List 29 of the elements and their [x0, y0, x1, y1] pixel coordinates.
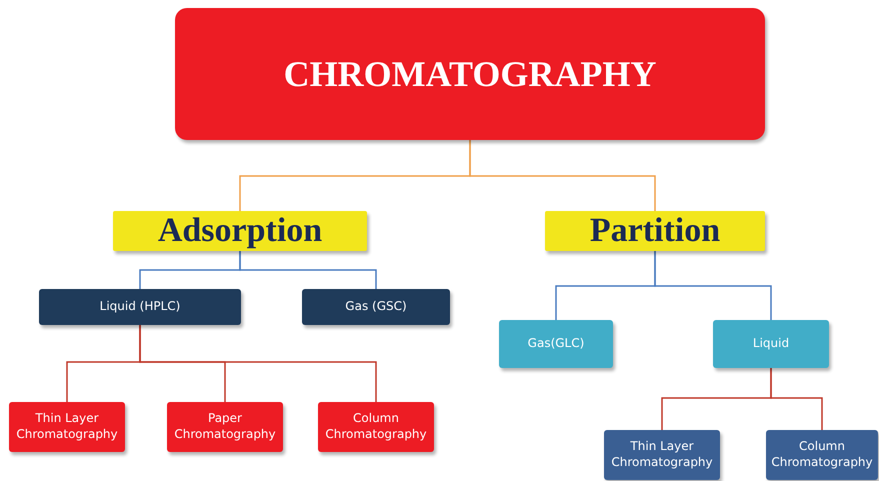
connector-line — [770, 368, 823, 430]
node-label: Thin Layer Chromatography — [610, 439, 714, 471]
title-box — [175, 8, 765, 140]
node-label: Column Chromatography — [770, 439, 874, 471]
category-box — [545, 211, 765, 251]
technique-box — [9, 402, 125, 452]
connector-line — [469, 140, 656, 211]
connector-line — [654, 251, 772, 320]
technique-box — [604, 430, 720, 480]
method-box — [713, 320, 829, 368]
connector-line — [139, 325, 377, 402]
technique-box — [318, 402, 434, 452]
node-label: Paper Chromatography — [173, 411, 277, 443]
node-label: Column Chromatography — [324, 411, 428, 443]
node-label: Adsorption — [158, 210, 322, 251]
category-box — [113, 211, 367, 251]
node-label: Liquid — [752, 336, 790, 352]
node-label: Liquid (HPLC) — [100, 299, 180, 315]
node-label: Thin Layer Chromatography — [15, 411, 119, 443]
node-label: Gas(GLC) — [528, 336, 584, 352]
method-box — [302, 289, 450, 325]
node-label: Partition — [590, 210, 720, 251]
technique-box — [766, 430, 878, 480]
method-box — [39, 289, 241, 325]
technique-box — [167, 402, 283, 452]
connector-line — [239, 251, 377, 289]
method-box — [499, 320, 613, 368]
node-label: Gas (GSC) — [345, 299, 407, 315]
node-label: CHROMATOGRAPHY — [284, 52, 656, 96]
